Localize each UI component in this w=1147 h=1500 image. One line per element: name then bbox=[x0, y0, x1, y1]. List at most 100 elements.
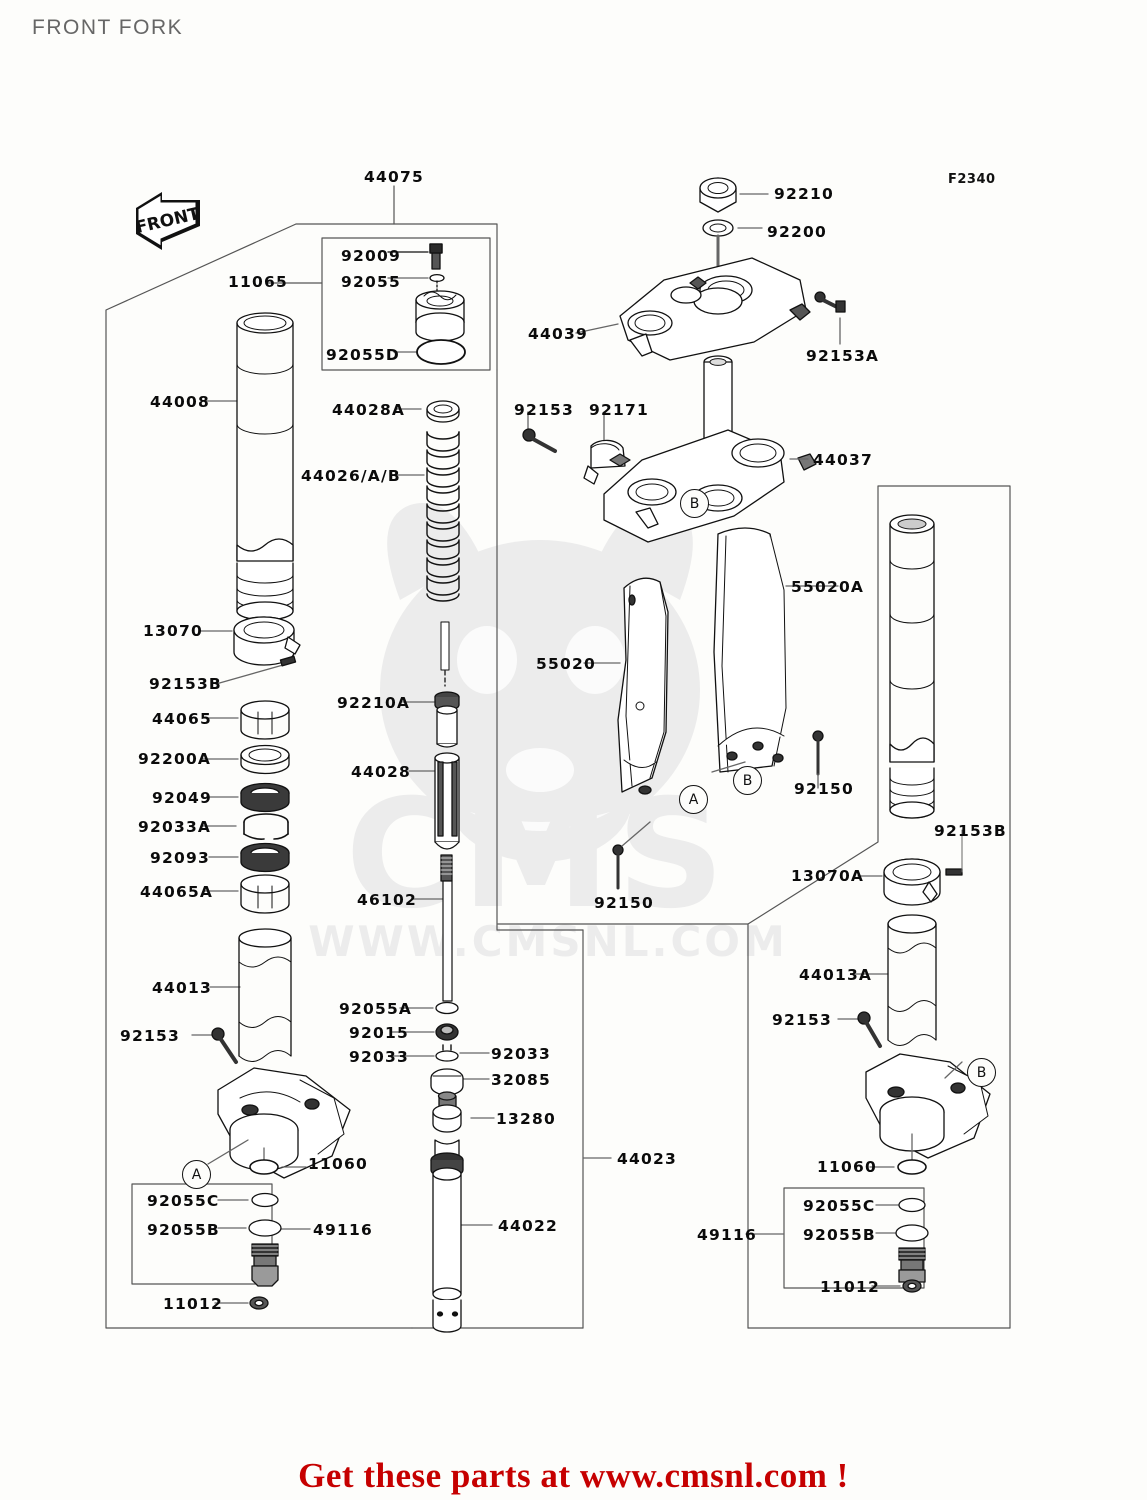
part-13070 bbox=[233, 616, 301, 666]
callout-11012[interactable]: 11012 bbox=[163, 1295, 223, 1313]
part-92015 bbox=[435, 1023, 459, 1041]
page-title: FRONT FORK bbox=[32, 16, 184, 39]
callout-46102[interactable]: 46102 bbox=[357, 891, 417, 909]
group-11065-box bbox=[321, 237, 491, 371]
callout-92171[interactable]: 92171 bbox=[589, 401, 649, 419]
callout-44023[interactable]: 44023 bbox=[617, 1150, 677, 1168]
callout-44022[interactable]: 44022 bbox=[498, 1217, 558, 1235]
callout-92033A[interactable]: 92033A bbox=[138, 818, 212, 836]
part-44008-right bbox=[889, 514, 935, 763]
part-92210 bbox=[699, 177, 737, 213]
callout-44037[interactable]: 44037 bbox=[813, 451, 873, 469]
callout-55020[interactable]: 55020 bbox=[536, 655, 596, 673]
diagram-code: F2340 bbox=[948, 172, 996, 187]
callout-92033[interactable]: 92033 bbox=[349, 1048, 409, 1066]
part-13070A bbox=[883, 858, 941, 906]
part-slider-lower-right bbox=[865, 1053, 991, 1159]
part-92153-mid bbox=[522, 428, 557, 453]
callout-92210[interactable]: 92210 bbox=[774, 185, 834, 203]
callout-11065[interactable]: 11065 bbox=[228, 273, 288, 291]
watermark-cms: CMS bbox=[345, 768, 730, 942]
part-92150-left bbox=[612, 844, 624, 890]
part-11012-left bbox=[249, 1296, 269, 1310]
part-11060-left bbox=[249, 1159, 279, 1175]
callout-92210A[interactable]: 92210A bbox=[337, 694, 411, 712]
group-right-outline bbox=[497, 485, 1011, 925]
part-44013 bbox=[238, 928, 292, 1062]
callout-44039[interactable]: 44039 bbox=[528, 325, 588, 343]
part-46102 bbox=[442, 880, 453, 1002]
section-marker-b: B bbox=[680, 489, 709, 518]
part-46102-top bbox=[440, 854, 453, 882]
callout-32085[interactable]: 32085 bbox=[491, 1071, 551, 1089]
callout-13070[interactable]: 13070 bbox=[143, 622, 203, 640]
callout-44026-A-B[interactable]: 44026/A/B bbox=[301, 467, 401, 485]
callout-49116[interactable]: 49116 bbox=[697, 1226, 757, 1244]
callout-44065A[interactable]: 44065A bbox=[140, 883, 214, 901]
part-92049 bbox=[240, 782, 290, 813]
part-44065 bbox=[240, 700, 290, 740]
part-92033A bbox=[243, 813, 289, 840]
callout-92153A[interactable]: 92153A bbox=[806, 347, 880, 365]
part-44028 bbox=[434, 752, 460, 850]
callout-44013[interactable]: 44013 bbox=[152, 979, 212, 997]
group-44075-outline bbox=[105, 223, 498, 1329]
section-marker-b: B bbox=[967, 1058, 996, 1087]
callout-92153B[interactable]: 92153B bbox=[149, 675, 222, 693]
callout-92055C[interactable]: 92055C bbox=[803, 1197, 876, 1215]
callout-49116[interactable]: 49116 bbox=[313, 1221, 373, 1239]
callout-92009[interactable]: 92009 bbox=[341, 247, 401, 265]
part-92009 bbox=[429, 243, 443, 270]
callout-92055A[interactable]: 92055A bbox=[339, 1000, 413, 1018]
part-92153-right bbox=[857, 1011, 882, 1048]
part-92150-right bbox=[812, 730, 824, 776]
callout-11060[interactable]: 11060 bbox=[308, 1155, 368, 1173]
part-44065A bbox=[240, 874, 290, 914]
callout-92055B[interactable]: 92055B bbox=[147, 1221, 220, 1239]
callout-92055D[interactable]: 92055D bbox=[326, 346, 400, 364]
callout-92153B[interactable]: 92153B bbox=[934, 822, 1007, 840]
callout-92055C[interactable]: 92055C bbox=[147, 1192, 220, 1210]
part-11065 bbox=[415, 290, 465, 342]
callout-44065[interactable]: 44065 bbox=[152, 710, 212, 728]
callout-11012[interactable]: 11012 bbox=[820, 1278, 880, 1296]
section-marker-a: A bbox=[182, 1160, 211, 1189]
part-49116-right bbox=[898, 1247, 926, 1283]
callout-55020A[interactable]: 55020A bbox=[791, 578, 865, 596]
callout-44028[interactable]: 44028 bbox=[351, 763, 411, 781]
callout-44028A[interactable]: 44028A bbox=[332, 401, 406, 419]
callout-92200A[interactable]: 92200A bbox=[138, 750, 212, 768]
part-92153B-right bbox=[945, 829, 963, 876]
callout-11060[interactable]: 11060 bbox=[817, 1158, 877, 1176]
callout-44013A[interactable]: 44013A bbox=[799, 966, 873, 984]
callout-92093[interactable]: 92093 bbox=[150, 849, 210, 867]
callout-92153[interactable]: 92153 bbox=[772, 1011, 832, 1029]
part-11012-right bbox=[902, 1279, 922, 1293]
part-44013A bbox=[887, 914, 937, 1046]
part-boot bbox=[236, 562, 294, 621]
callout-92153[interactable]: 92153 bbox=[120, 1027, 180, 1045]
callout-13070A[interactable]: 13070A bbox=[791, 867, 865, 885]
callout-92055[interactable]: 92055 bbox=[341, 273, 401, 291]
part-92055C-right bbox=[898, 1197, 926, 1213]
part-92200 bbox=[702, 219, 734, 237]
callout-92015[interactable]: 92015 bbox=[349, 1024, 409, 1042]
callout-44008[interactable]: 44008 bbox=[150, 393, 210, 411]
part-92055D bbox=[416, 339, 466, 365]
part-11060-right bbox=[897, 1159, 927, 1175]
part-44008 bbox=[236, 312, 294, 562]
callout-92049[interactable]: 92049 bbox=[152, 789, 212, 807]
part-rod-upper bbox=[436, 705, 458, 748]
callout-92150[interactable]: 92150 bbox=[594, 894, 654, 912]
callout-92150[interactable]: 92150 bbox=[794, 780, 854, 798]
part-44022 bbox=[430, 1139, 464, 1333]
callout-92033[interactable]: 92033 bbox=[491, 1045, 551, 1063]
callout-92055B[interactable]: 92055B bbox=[803, 1226, 876, 1244]
callout-13280[interactable]: 13280 bbox=[496, 1110, 556, 1128]
callout-92200[interactable]: 92200 bbox=[767, 223, 827, 241]
section-marker-b: B bbox=[733, 766, 762, 795]
part-boot-right bbox=[889, 767, 935, 819]
callout-44075[interactable]: 44075 bbox=[364, 168, 424, 186]
part-92055C-left bbox=[251, 1192, 279, 1208]
callout-92153[interactable]: 92153 bbox=[514, 401, 574, 419]
